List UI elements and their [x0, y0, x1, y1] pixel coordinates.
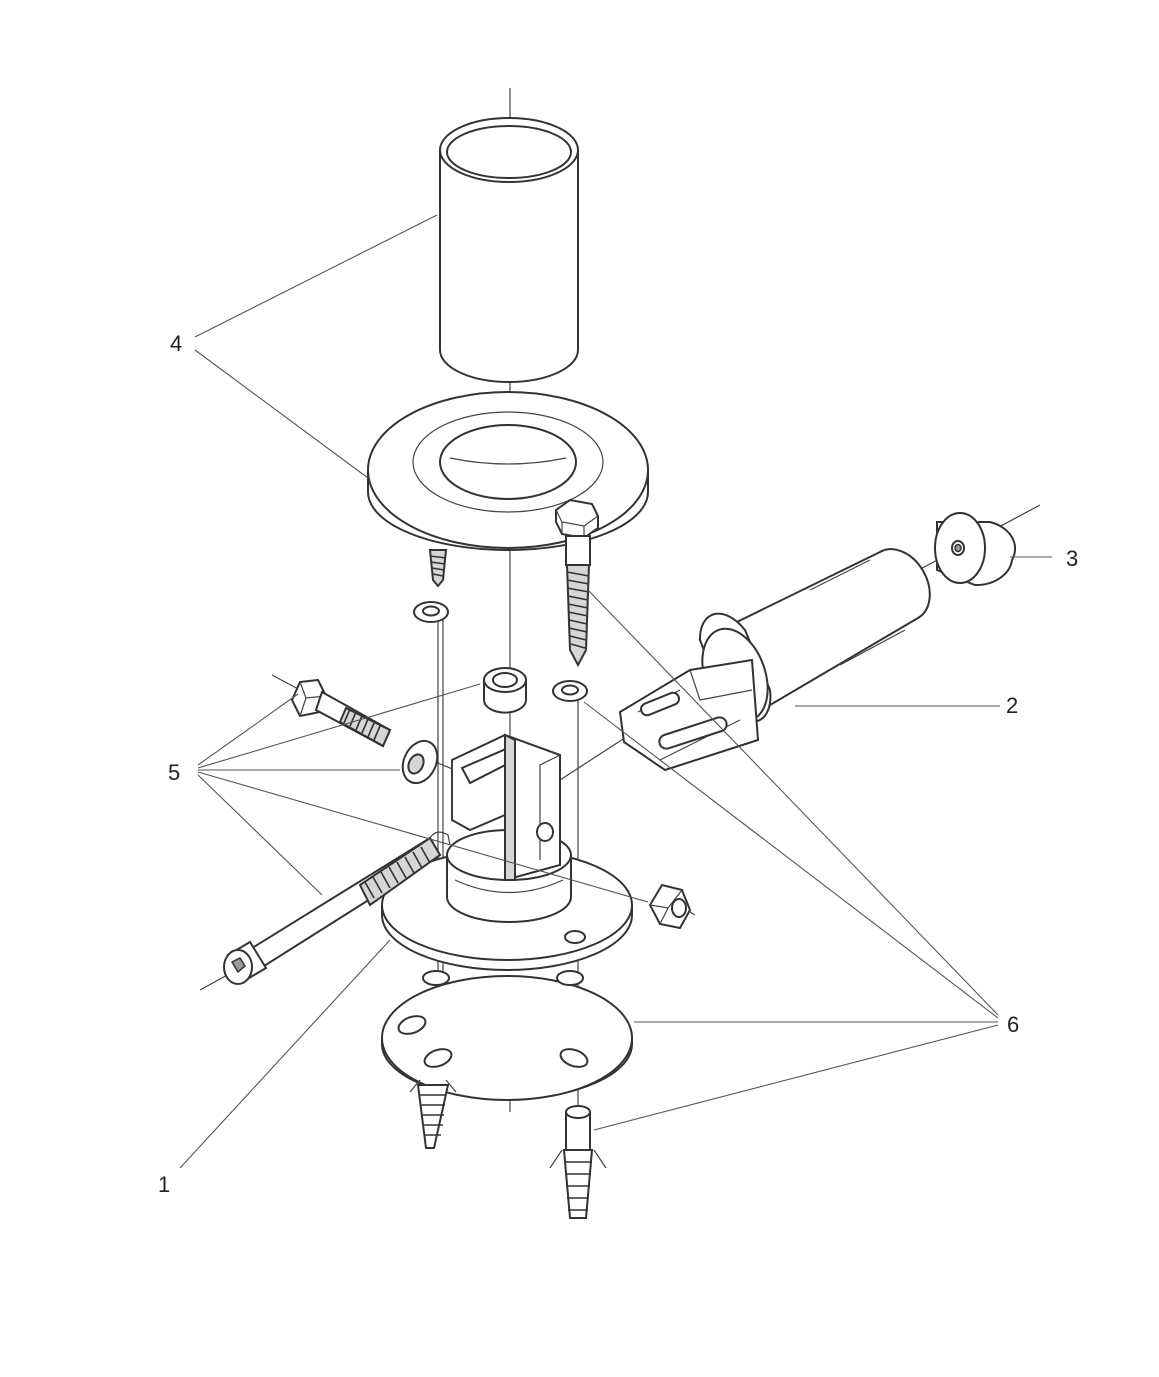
rosette-flange: [367, 391, 649, 551]
wall-plug-left: [409, 1079, 457, 1149]
base-plate-lower: [381, 970, 633, 1101]
callout-2: 2: [1006, 693, 1018, 718]
end-cap: [934, 512, 1017, 587]
slotted-adapter: [618, 548, 931, 772]
washer-right: [552, 680, 588, 702]
socket-head-bolt-long: [223, 831, 451, 985]
washer-left: [413, 601, 449, 623]
callout-3: 3: [1066, 546, 1078, 571]
wood-screw-small: [428, 549, 448, 588]
leader-lines: [179, 214, 1052, 1169]
hex-bolt-left: [290, 678, 392, 748]
callout-labels: 1 2 3 4 5 6: [158, 331, 1078, 1197]
wall-plug-right: [549, 1105, 607, 1219]
callout-4: 4: [170, 331, 182, 356]
tube-cover: [439, 117, 579, 383]
hex-nut: [648, 883, 692, 930]
u-bracket: [451, 733, 561, 882]
callout-6: 6: [1007, 1012, 1019, 1037]
spacer-sleeve: [483, 667, 527, 714]
callout-5: 5: [168, 760, 180, 785]
hex-lag-screw: [555, 498, 599, 668]
washer-bolt: [401, 739, 439, 785]
callout-1: 1: [158, 1172, 170, 1197]
